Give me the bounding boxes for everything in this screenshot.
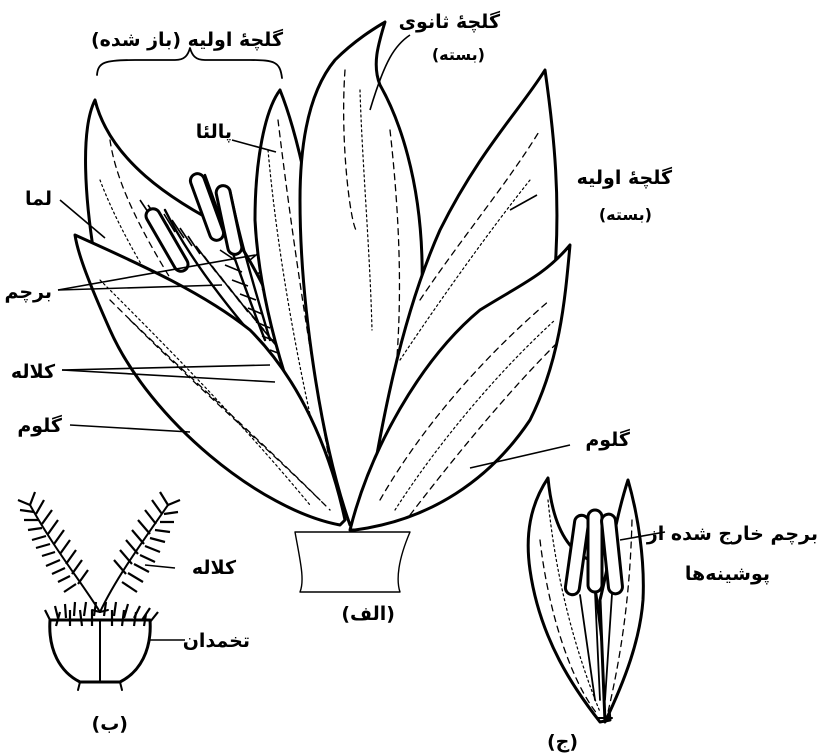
label-anther-exserted: برچم خارج شده از — [646, 523, 818, 545]
label-primary-floret-open: گلچهٔ اولیه (باز شده) — [91, 28, 284, 51]
figure-labels: (الف) (ب) (ج) — [92, 603, 578, 753]
label-glume-right: گلوم — [585, 428, 631, 451]
stem — [295, 532, 410, 592]
figure-c-spikelet — [528, 478, 643, 722]
label-anther-exserted-sub: پوشینه‌ها — [685, 563, 770, 585]
figure-label-c: (ج) — [547, 731, 578, 753]
label-primary-floret-closed-sub: (بسته) — [599, 205, 652, 224]
figure-b-pistil — [18, 492, 180, 690]
label-anther: برچم — [4, 281, 52, 303]
label-palea: پالئا — [196, 121, 232, 143]
figure-a-spikelet — [75, 22, 570, 592]
label-primary-floret-closed: گلچهٔ اولیه — [577, 166, 673, 189]
label-stigma: کلاله — [11, 361, 56, 383]
bracket — [97, 48, 282, 78]
figure-label-a: (الف) — [341, 603, 395, 625]
figure-label-b: (ب) — [92, 713, 128, 735]
label-lemma: لما — [25, 188, 52, 210]
label-secondary-floret: گلچهٔ ثانوی — [399, 10, 501, 33]
label-pistil-stigma: کلاله — [192, 557, 237, 579]
label-ovary: تخمدان — [183, 630, 250, 652]
label-secondary-floret-closed: (بسته) — [432, 45, 485, 64]
label-glume-left: گلوم — [17, 414, 63, 437]
